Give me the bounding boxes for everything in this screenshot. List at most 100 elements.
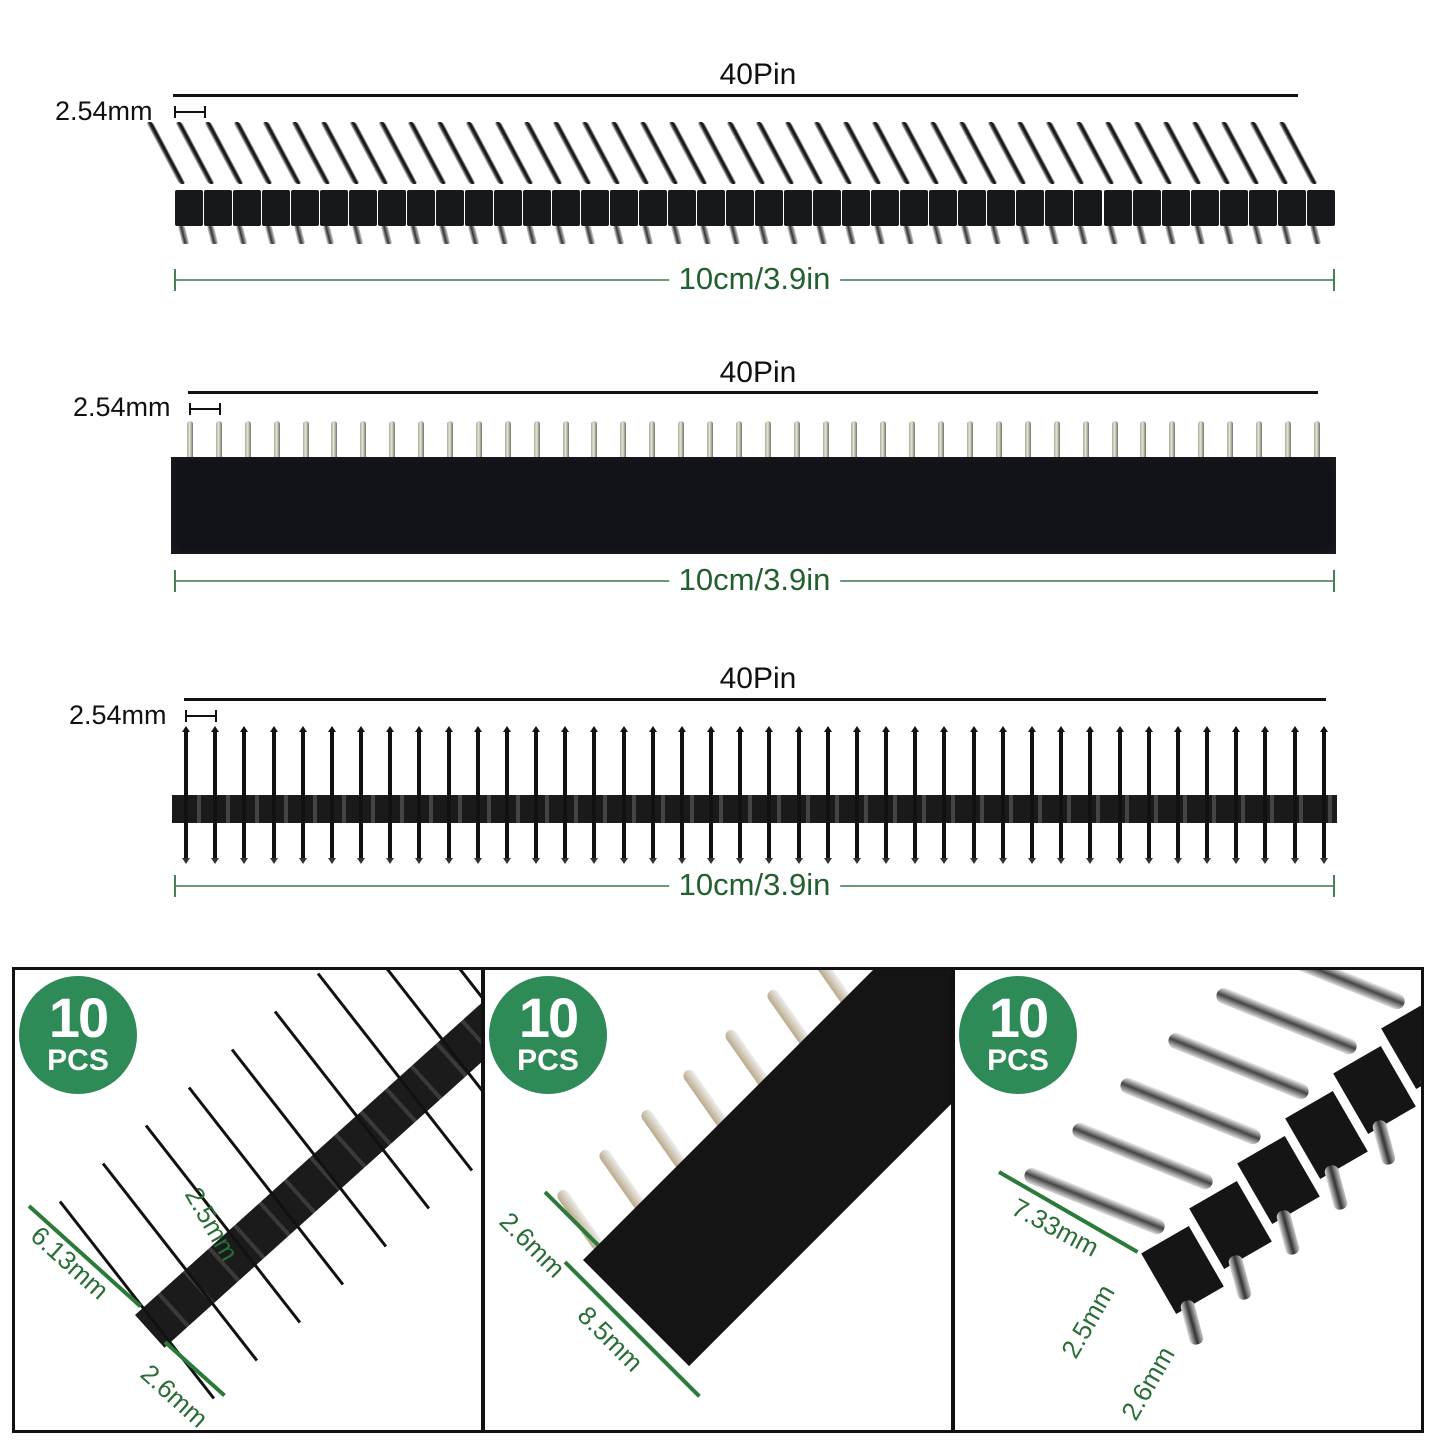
header-pin xyxy=(639,122,697,257)
pitch-label: 2.54mm xyxy=(73,392,171,422)
pin-housing xyxy=(668,190,697,226)
pin-housing xyxy=(175,190,203,226)
closeup-pin-short xyxy=(1371,1118,1397,1167)
header-pin xyxy=(552,122,610,257)
dimension-label: 2.6mm xyxy=(493,1206,572,1284)
pin-housing xyxy=(929,190,958,226)
header-pin xyxy=(262,122,320,257)
header-pin xyxy=(389,421,396,457)
pin-housing xyxy=(436,190,465,226)
header-pin xyxy=(1144,726,1153,864)
pin-short-lead xyxy=(1019,226,1031,244)
pin-count-title: 40Pin xyxy=(719,356,797,389)
header-pin xyxy=(678,421,685,457)
pitch-label: 2.54mm xyxy=(69,700,167,730)
pin-housing xyxy=(494,190,523,226)
header-pin xyxy=(378,122,436,257)
header-pin xyxy=(211,726,220,864)
header-pin xyxy=(415,726,424,864)
pin-short-lead xyxy=(1309,226,1321,244)
header-pin xyxy=(1277,122,1335,257)
length-label: 10cm/3.9in xyxy=(668,261,841,297)
pin-short-lead xyxy=(1193,226,1205,244)
header-pin xyxy=(504,421,511,457)
pin-housing xyxy=(1132,190,1161,226)
header-pin xyxy=(987,122,1045,257)
female-header-body xyxy=(171,457,1336,554)
pin-housing xyxy=(1277,190,1306,226)
header-pin xyxy=(871,122,929,257)
pin-short-lead xyxy=(206,226,219,244)
closeup-pin-short xyxy=(1179,1298,1205,1347)
pin-short-lead xyxy=(554,226,567,244)
header-pin xyxy=(407,122,465,257)
header-pin xyxy=(794,726,803,864)
header-pin xyxy=(726,122,784,257)
pin-short-lead xyxy=(990,226,1002,244)
header-pin xyxy=(707,421,714,457)
header-pin xyxy=(1111,421,1118,457)
header-pin xyxy=(1227,421,1234,457)
closeup-pin-lead xyxy=(1262,970,1408,1012)
badge-unit: PCS xyxy=(517,1044,579,1077)
header-pin xyxy=(1161,122,1219,257)
pin-housing xyxy=(1045,190,1074,226)
pin-short-lead xyxy=(1280,226,1292,244)
pin-short-lead xyxy=(496,226,509,244)
header-pin xyxy=(1086,726,1095,864)
pin-short-lead xyxy=(642,226,654,244)
header-pin xyxy=(447,421,454,457)
header-pin xyxy=(532,726,541,864)
pin-short-lead xyxy=(235,226,248,244)
header-pin xyxy=(1053,421,1060,457)
panel-right-angle-closeup: 10 PCS 7.33mm 2.5mm 2.6mm xyxy=(952,967,1424,1433)
header-pin xyxy=(735,421,742,457)
closeup-pin-short xyxy=(1275,1208,1301,1257)
header-pin xyxy=(882,726,891,864)
header-pin xyxy=(233,122,291,257)
pin-short-lead xyxy=(409,226,422,244)
pin-housing xyxy=(726,190,755,226)
pin-short-lead xyxy=(1077,226,1089,244)
pin-short-lead xyxy=(729,226,741,244)
pin-housing xyxy=(842,190,871,226)
header-pin xyxy=(969,726,978,864)
pin-housing xyxy=(465,190,494,226)
header-pin xyxy=(561,726,570,864)
header-pin xyxy=(1173,726,1182,864)
header-pin xyxy=(146,122,203,257)
pin-housing xyxy=(784,190,813,226)
pin-housing xyxy=(262,190,291,226)
closeup-pin-lead xyxy=(1070,1120,1216,1192)
header-pin xyxy=(360,421,367,457)
pin-short-lead xyxy=(1135,226,1147,244)
header-pin xyxy=(302,421,309,457)
header-pin xyxy=(1103,122,1161,257)
header-pin xyxy=(620,421,627,457)
header-pin xyxy=(1190,122,1248,257)
closeup-pin-lead xyxy=(1118,1075,1264,1147)
header-pin xyxy=(320,122,378,257)
pin-short-lead xyxy=(1251,226,1263,244)
header-pin xyxy=(1016,122,1074,257)
pin-short-lead xyxy=(264,226,277,244)
pin-housing xyxy=(697,190,726,226)
pin-short-lead xyxy=(845,226,857,244)
header-pin xyxy=(187,421,193,457)
header-pin xyxy=(1232,726,1241,864)
header-pin xyxy=(668,122,726,257)
header-pin xyxy=(273,421,280,457)
pin-housing xyxy=(639,190,668,226)
header-pin xyxy=(591,421,598,457)
closeup-pin-short xyxy=(1227,1253,1253,1302)
header-pin xyxy=(765,726,774,864)
header-pin xyxy=(707,726,716,864)
header-pin xyxy=(444,726,453,864)
quantity-badge: 10 PCS xyxy=(489,976,607,1094)
header-pin xyxy=(494,122,552,257)
length-dimension-line: 10cm/3.9in xyxy=(174,562,1335,598)
badge-number: 10 xyxy=(48,986,109,1049)
header-pin xyxy=(1198,421,1205,457)
header-pin xyxy=(1203,726,1212,864)
pin-short-lead xyxy=(816,226,828,244)
